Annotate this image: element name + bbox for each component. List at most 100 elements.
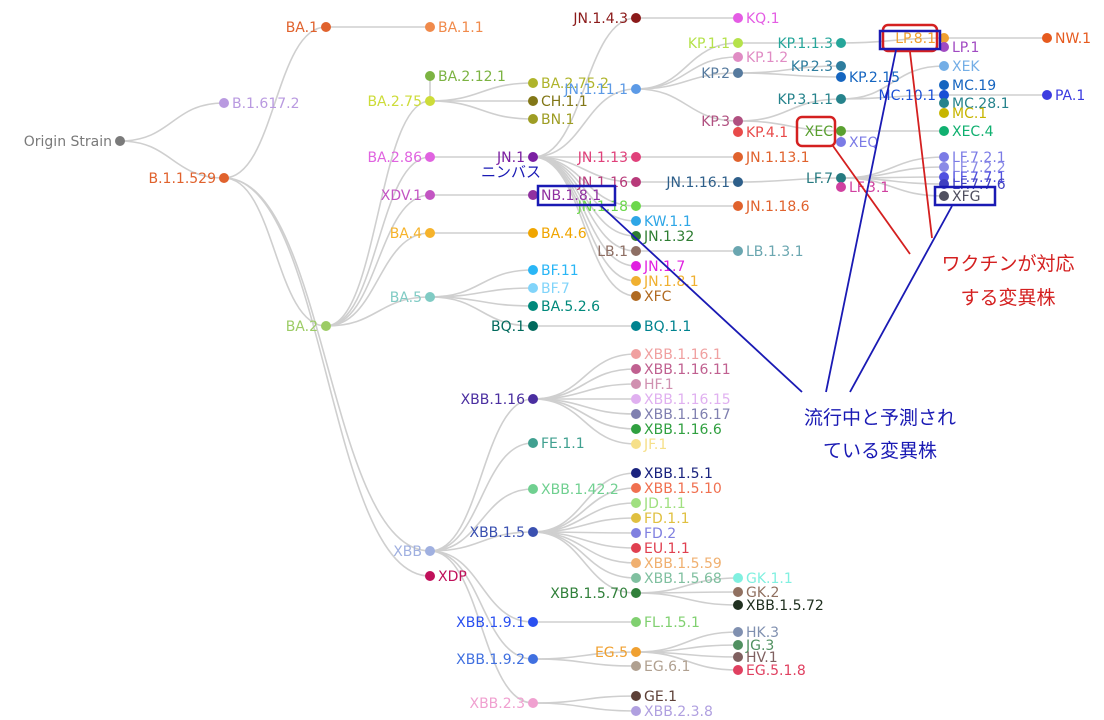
- tree-edge: [532, 156, 637, 297]
- tree-node-ba11: BA.1.1: [425, 20, 484, 36]
- node-label: BA.2.86: [367, 150, 422, 166]
- tree-node-lp81: LP.8.1: [895, 31, 949, 47]
- highlight-box-xec-vaccine: [795, 115, 837, 148]
- node-dot: [425, 190, 435, 200]
- tree-edge: [635, 72, 739, 90]
- node-label: JN.1.13.1: [745, 150, 810, 166]
- tree-node-ge1: GE.1: [631, 689, 677, 705]
- node-dot: [425, 546, 435, 556]
- node-label: LF.7: [806, 171, 833, 187]
- tree-node-xbb11615: XBB.1.16.15: [631, 392, 731, 408]
- tree-node-jn143: JN.1.4.3: [572, 11, 641, 27]
- node-label: XEK: [952, 59, 980, 75]
- tree-node-xbb1559: XBB.1.5.59: [631, 556, 722, 572]
- tree-node-lb131: LB.1.3.1: [733, 244, 803, 260]
- tree-node-jg3: JG.3: [733, 638, 774, 654]
- node-label: LF.7.2.2: [952, 160, 1006, 176]
- node-dot: [631, 276, 641, 286]
- node-label: JF.1: [643, 437, 667, 453]
- tree-node-mc1: MC.1: [939, 106, 987, 122]
- node-label: KP.3: [701, 114, 730, 130]
- tree-node-xbb151: XBB.1.5.1: [631, 466, 713, 482]
- tree-node-le721: LF.7.2.1: [939, 150, 1006, 166]
- node-dot: [631, 177, 641, 187]
- highlight-box-lp81-vaccine: [881, 23, 939, 53]
- node-dot: [836, 94, 846, 104]
- tree-edge: [223, 177, 327, 327]
- node-label: JN.1.32: [643, 229, 694, 245]
- node-label: EG.5.1.8: [746, 663, 806, 679]
- node-label: XFC: [644, 289, 672, 305]
- tree-node-pa1: PA.1: [1042, 88, 1085, 104]
- tree-edge: [737, 72, 842, 78]
- node-label: LP.8.1: [895, 31, 936, 47]
- node-dot: [939, 98, 949, 108]
- tree-edge: [737, 120, 842, 132]
- tree-edge: [429, 398, 534, 552]
- tree-edge: [429, 531, 534, 552]
- node-dot: [631, 349, 641, 359]
- node-dot: [631, 409, 641, 419]
- node-dot: [425, 571, 435, 581]
- node-dot: [631, 647, 641, 657]
- pointer-line-trend-nb181: [599, 204, 803, 393]
- node-dot: [836, 173, 846, 183]
- tree-node-xbb11611: XBB.1.16.11: [631, 362, 731, 378]
- tree-node-xdv1: XDV.1: [381, 188, 435, 204]
- node-dot: [1042, 33, 1052, 43]
- tree-node-ba2752: BA.2.75.2: [528, 76, 609, 92]
- node-label: FE.1.1: [541, 436, 585, 452]
- tree-node-jn113: JN.1.13: [577, 150, 641, 166]
- tree-node-xfg: XFG: [939, 189, 981, 205]
- tree-edges: [119, 17, 1047, 712]
- node-label: XFG: [952, 189, 981, 205]
- node-label: FD.2: [644, 526, 676, 542]
- tree-node-jf1: JF.1: [631, 437, 667, 453]
- node-dot: [425, 71, 435, 81]
- tree-node-xec4: XEC.4: [939, 124, 994, 140]
- node-dot: [528, 152, 538, 162]
- tree-edge: [532, 88, 637, 158]
- tree-node-ba275: BA.2.75: [367, 94, 435, 110]
- tree-node-lb1: LB.1: [597, 244, 641, 260]
- node-dot: [836, 72, 846, 82]
- node-label: FD.1.1: [644, 511, 690, 527]
- node-label: B.1.617.2: [232, 96, 300, 112]
- node-dot: [939, 126, 949, 136]
- node-dot: [528, 438, 538, 448]
- tree-node-xbb191: XBB.1.9.1: [456, 615, 538, 631]
- node-dot: [733, 600, 743, 610]
- node-dot: [939, 33, 949, 43]
- node-label: KP.1.1: [688, 36, 730, 52]
- tree-node-bf11: BF.11: [528, 263, 579, 279]
- node-dot: [528, 301, 538, 311]
- tree-node-xbb23: XBB.2.3: [469, 696, 538, 712]
- node-label: JN.1.4.3: [572, 11, 628, 27]
- node-dot: [631, 558, 641, 568]
- node-label: EG.5: [595, 645, 628, 661]
- tree-node-bn1: BN.1: [528, 112, 574, 128]
- node-dot: [631, 468, 641, 478]
- node-label: HK.3: [746, 625, 779, 641]
- tree-edge: [429, 550, 534, 660]
- node-label: MC.1: [952, 106, 987, 122]
- node-dot: [733, 652, 743, 662]
- node-label: XBB.1.5.10: [644, 481, 722, 497]
- node-label: BA.4: [390, 226, 422, 242]
- node-dot: [733, 573, 743, 583]
- tree-node-ba2: BA.2: [286, 319, 331, 335]
- node-dot: [631, 498, 641, 508]
- tree-node-kp2: KP.2: [701, 66, 743, 82]
- tree-edge: [532, 502, 637, 533]
- tree-node-eg5: EG.5: [595, 645, 641, 661]
- tree-node-eg518: EG.5.1.8: [733, 663, 806, 679]
- tree-node-mc281: MC.28.1: [939, 96, 1009, 112]
- tree-node-nb181: NB.1.8.1: [528, 188, 601, 204]
- tree-edge: [840, 65, 945, 100]
- node-label: LB.1: [597, 244, 628, 260]
- node-label: XBB.1.9.1: [456, 615, 525, 631]
- node-label: JN.1.13: [577, 150, 628, 166]
- node-label: XBB.1.16.1: [644, 347, 722, 363]
- node-dot: [631, 483, 641, 493]
- tree-node-xbb238: XBB.2.3.8: [631, 704, 713, 720]
